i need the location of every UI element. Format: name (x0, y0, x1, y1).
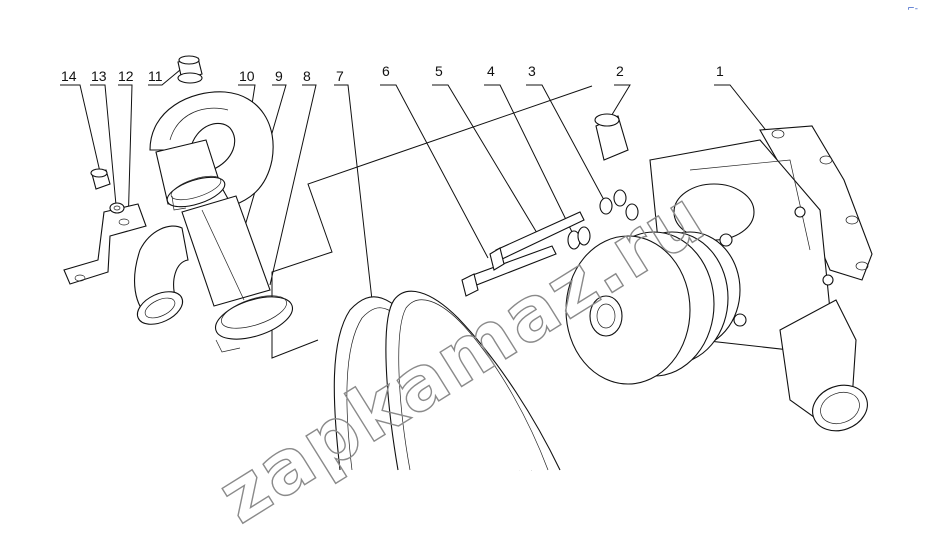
hose-pipe-lower (181, 195, 271, 307)
callout-7: 7 (336, 68, 344, 84)
part-8-clamp-lower (215, 295, 293, 353)
part-5-bolt (489, 211, 585, 271)
part-2-fitting (594, 113, 629, 161)
part-3-washers (599, 189, 639, 221)
part-11-plug (177, 55, 203, 84)
part-10-hose (149, 91, 274, 207)
callout-2: 2 (616, 63, 624, 79)
callout-4: 4 (487, 63, 495, 79)
callout-9: 9 (275, 68, 283, 84)
callout-10: 10 (239, 68, 255, 84)
callout-3: 3 (528, 63, 536, 79)
part-9-clamp-upper (166, 175, 226, 211)
callout-11: 11 (148, 68, 163, 84)
callout-1: 1 (716, 63, 724, 79)
leader-lines (60, 69, 781, 359)
part-13-washer (109, 202, 125, 214)
part-4-washers (567, 226, 591, 250)
callout-14: 14 (61, 68, 77, 84)
callout-13: 13 (91, 68, 107, 84)
part-1-water-pump (565, 125, 873, 432)
callout-8: 8 (303, 68, 311, 84)
left-outlet-pipe (134, 225, 189, 325)
part-7-v-belts (333, 290, 561, 471)
callout-labels: 14 13 12 11 10 9 8 7 6 5 4 3 2 1 (61, 63, 724, 84)
part-12-bracket (63, 203, 147, 285)
callout-5: 5 (435, 63, 443, 79)
callout-6: 6 (382, 63, 390, 79)
callout-12: 12 (118, 68, 134, 84)
part-14-bolt (90, 168, 111, 190)
part-6-bolt (461, 245, 557, 297)
corner-mark: ⌐- (907, 4, 918, 14)
